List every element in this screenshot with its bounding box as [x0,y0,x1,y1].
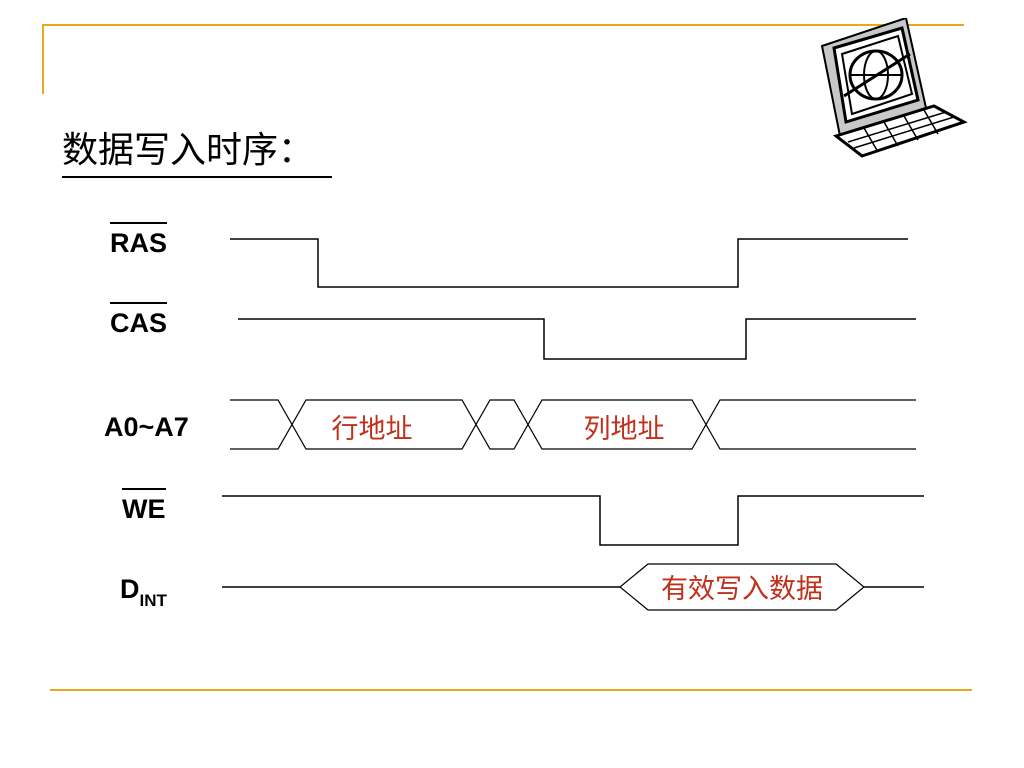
we-waveform [222,495,924,546]
ras-label-text: RAS [110,228,168,258]
computer-globe-icon [820,18,968,158]
cas-label-text: CAS [110,308,168,338]
we-label: WE [122,488,166,524]
left-rule [42,24,44,94]
address-label-text: A0~A7 [104,412,189,442]
ras-waveform [230,238,908,288]
ras-label: RAS [110,222,168,258]
top-rule [42,24,964,26]
bottom-rule [50,689,972,691]
valid-data-label: 有效写入数据 [661,574,823,605]
column-address-label: 列地址 [584,414,665,445]
we-label-text: WE [122,494,166,524]
address-bus-waveform [230,399,916,450]
data-in-subscript: INT [139,591,167,610]
cas-label: CAS [110,302,168,338]
row-address-label: 行地址 [332,414,413,445]
cas-waveform [238,318,916,360]
page-title: 数据写入时序： [62,126,333,178]
data-in-label: DINT [120,574,167,610]
data-in-label-text: D [120,574,140,604]
address-label: A0~A7 [104,412,189,442]
